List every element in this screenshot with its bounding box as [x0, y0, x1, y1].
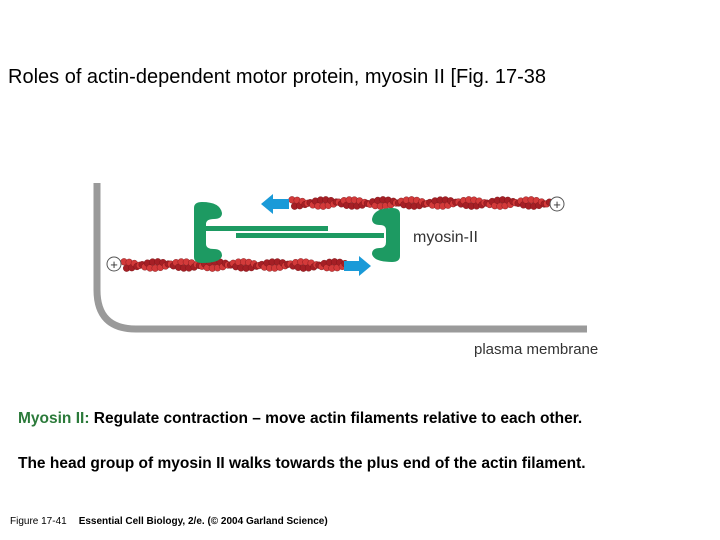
figure-credit: Figure 17-41 Essential Cell Biology, 2/e.…: [10, 516, 328, 527]
figure-number: Figure 17-41: [10, 516, 67, 527]
actin-filament-bottom: [120, 258, 349, 272]
description-line-2: The head group of myosin II walks toward…: [18, 455, 586, 472]
right-arrow-icon: [344, 256, 371, 276]
myosin-ii-label: myosin-II: [413, 229, 478, 246]
plus-end-top-icon: +: [549, 196, 565, 212]
svg-text:+: +: [110, 257, 118, 272]
myosin-head-right: [372, 208, 400, 262]
description-line-1-text: Regulate contraction – move actin filame…: [89, 410, 583, 427]
actin-filament-top: [288, 196, 554, 210]
left-arrow-icon: [261, 194, 289, 214]
myosin-ii-filament: [194, 202, 400, 263]
myosin-ii-term: Myosin II:: [18, 410, 90, 427]
description-line-1: Myosin II: Regulate contraction – move a…: [18, 410, 708, 428]
myosin-tail-lower: [236, 233, 384, 238]
plasma-membrane-label: plasma membrane: [474, 341, 598, 358]
plus-end-bottom-icon: +: [106, 256, 122, 272]
myosin-head-left: [194, 202, 222, 263]
slide-title: Roles of actin-dependent motor protein, …: [8, 66, 547, 88]
figure-source: Essential Cell Biology, 2/e. (© 2004 Gar…: [78, 516, 328, 527]
plasma-membrane: [93, 183, 587, 333]
svg-text:+: +: [553, 197, 561, 212]
myosin-tail-upper: [206, 226, 328, 231]
